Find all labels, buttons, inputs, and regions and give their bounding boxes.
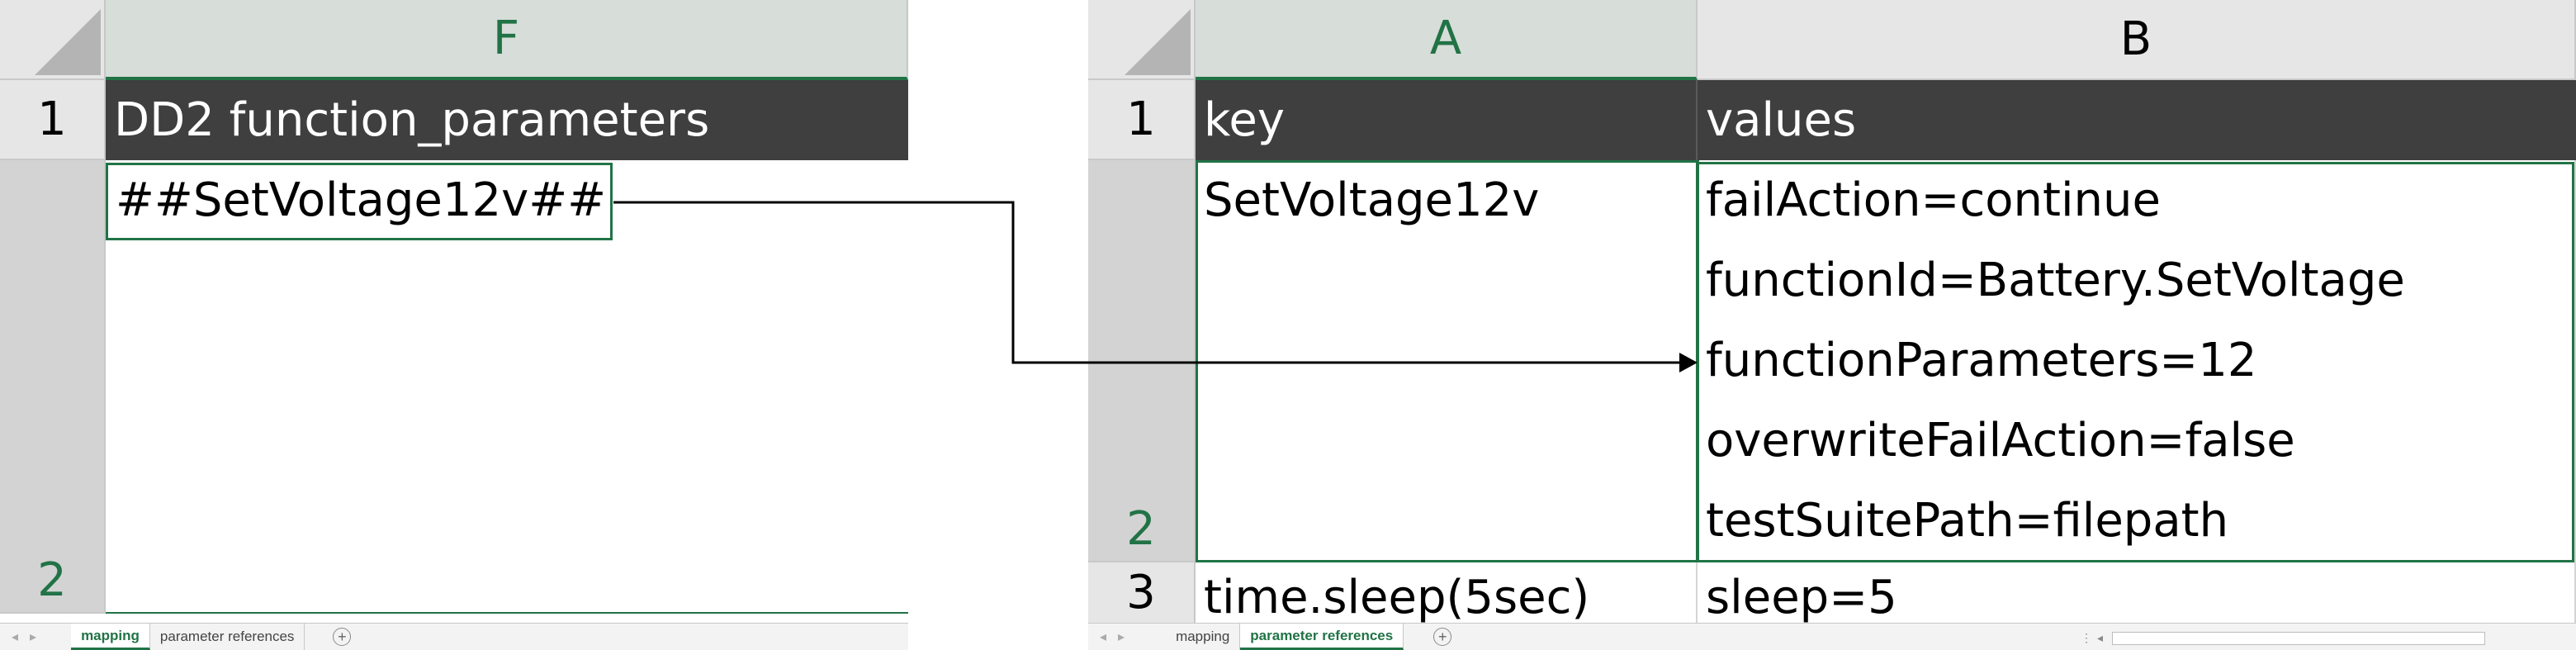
cell-a2-text: SetVoltage12v (1204, 173, 1540, 227)
tab-scroll-right-icon[interactable]: ▸ (1118, 630, 1125, 644)
tab-parameter-references[interactable]: parameter references (150, 624, 305, 650)
row-header-1[interactable]: 1 (0, 80, 106, 160)
tab-scroll-left-icon[interactable]: ◂ (1100, 630, 1107, 644)
tab-scroll-right-icon[interactable]: ▸ (30, 630, 37, 644)
select-all-corner[interactable] (0, 0, 106, 80)
select-all-corner-right[interactable] (1088, 0, 1196, 80)
value-test-suite-path: testSuitePath=filepath (1706, 494, 2229, 548)
scroll-left-arrow-icon[interactable]: ◂ (2097, 631, 2104, 644)
tab-scroll-left-icon[interactable]: ◂ (12, 630, 19, 644)
right-spreadsheet: A B 1 2 3 key values SetVoltage12v failA… (1088, 0, 2576, 650)
scroll-split-icon[interactable]: ⋮ (2081, 631, 2092, 644)
tab-mapping[interactable]: mapping (1166, 624, 1241, 650)
value-function-id: functionId=Battery.SetVoltage (1706, 254, 2405, 307)
value-overwrite-fail-action: overwriteFailAction=false (1706, 414, 2295, 467)
sheet-tab-bar: ◂ ▸ mapping parameter references + (0, 623, 908, 650)
add-sheet-icon[interactable]: + (1433, 628, 1452, 646)
row-header-2[interactable]: 2 (0, 160, 106, 614)
connector-line (613, 201, 1681, 364)
cell-b1[interactable]: values (1698, 80, 2576, 160)
horizontal-scrollbar[interactable] (2112, 632, 2485, 645)
column-header-b[interactable]: B (1698, 0, 2576, 80)
row-header-1[interactable]: 1 (1088, 80, 1196, 160)
column-header-a[interactable]: A (1196, 0, 1698, 80)
tab-mapping[interactable]: mapping (71, 624, 150, 650)
cell-f2-area[interactable] (106, 160, 908, 614)
cell-a1[interactable]: key (1196, 80, 1698, 160)
cell-f1[interactable]: DD2 function_parameters (106, 80, 908, 160)
value-fail-action: failAction=continue (1706, 173, 2161, 227)
add-sheet-icon[interactable]: + (333, 628, 352, 646)
cell-a3[interactable]: time.sleep(5sec) (1196, 562, 1698, 629)
tab-parameter-references[interactable]: parameter references (1240, 624, 1404, 650)
cell-f2[interactable]: ##SetVoltage12v## (116, 173, 607, 227)
column-header-f[interactable]: F (106, 0, 908, 80)
value-function-parameters: functionParameters=12 (1706, 334, 2257, 387)
left-spreadsheet: F 1 2 DD2 function_parameters ##SetVolta… (0, 0, 908, 650)
arrowhead-icon (1679, 353, 1698, 372)
